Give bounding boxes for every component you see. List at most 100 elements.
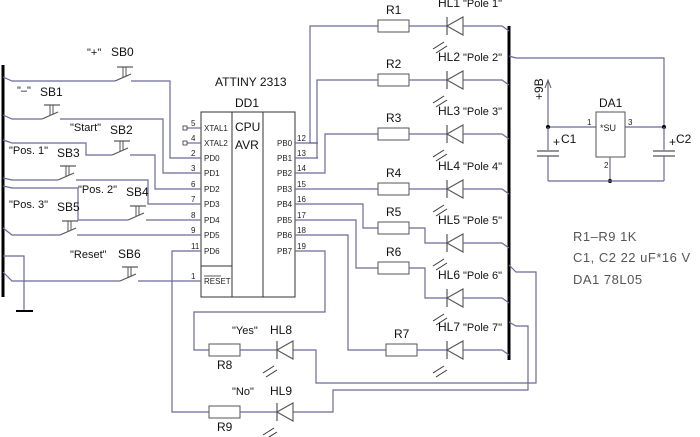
led-ref: HL8	[270, 323, 292, 337]
pin-name: PB5	[277, 216, 293, 225]
led-ref: HL9	[270, 384, 292, 398]
button-ref: SB6	[118, 247, 141, 261]
pin-name: PD5	[204, 231, 220, 240]
pin-name: PB0	[277, 139, 293, 148]
led-caption: "Yes"	[232, 325, 258, 337]
pin-number: 1	[191, 272, 196, 281]
pin-name: PD3	[204, 200, 220, 209]
status-led-hl8: R8 HL8 "Yes"	[208, 323, 294, 378]
pin-number: 2	[191, 149, 196, 158]
led-ref: HL2	[438, 50, 460, 64]
led-caption: "Pole 4"	[463, 161, 502, 173]
led-icon	[445, 233, 464, 253]
button-sb0[interactable]: SB0 "+"	[2, 45, 182, 159]
led-caption: "Pole 2"	[463, 52, 502, 64]
pin-number: 3	[191, 164, 196, 173]
note-resistors: R1–R9 1K	[573, 229, 637, 244]
pin-name: PB3	[277, 185, 293, 194]
button-ref: SB1	[40, 85, 63, 99]
c1-plus: +	[553, 135, 560, 149]
led-caption: "Pole 1"	[463, 0, 502, 10]
button-sb1[interactable]: SB1 "–"	[2, 85, 182, 174]
led-ref: HL1	[438, 0, 460, 10]
pin-name: XTAL1	[204, 124, 228, 133]
led-caption: "Pole 6"	[463, 270, 502, 282]
pole-led-row-1: R1 HL1"Pole 1"	[309, 0, 510, 144]
led-icon	[445, 70, 464, 90]
pin-name: PB4	[277, 200, 293, 209]
button-caption: "+"	[87, 47, 101, 59]
led-icon	[445, 124, 464, 144]
pin-number: 16	[297, 195, 306, 204]
power-supply: +9B DA1 *SU 1 3 2 + C1 + C2	[508, 55, 692, 183]
led-caption: "Pole 5"	[463, 215, 502, 227]
resistor-ref: R3	[386, 111, 402, 125]
pin-number: 15	[297, 180, 306, 189]
button-sb3[interactable]: SB3 "Pos. 1"	[2, 145, 182, 205]
button-caption: "Pos. 2"	[78, 184, 117, 196]
led-ref: HL5	[438, 213, 460, 227]
led-icon	[445, 179, 464, 199]
button-sb5[interactable]: SB5"Pos. 3"	[2, 199, 182, 236]
regulator-pin-3: 3	[628, 118, 633, 127]
button-sb2[interactable]: SB2"Start"	[2, 122, 182, 190]
mcu-label-cpu: CPU	[235, 120, 260, 134]
resistor-icon	[377, 19, 410, 33]
button-caption: "–"	[17, 85, 31, 97]
resistor-icon	[208, 405, 241, 419]
led-icon	[275, 340, 294, 360]
regulator-marking: *SU	[600, 123, 616, 133]
button-caption: "Pos. 1"	[9, 145, 48, 157]
pin-number: 6	[191, 180, 196, 189]
button-caption: "Start"	[70, 122, 101, 134]
c2-label: C2	[676, 132, 692, 146]
button-sb6[interactable]: SB6"Reset"	[2, 247, 182, 282]
supply-label: +9B	[532, 78, 546, 100]
button-sb4[interactable]: SB4"Pos. 2"	[2, 184, 182, 221]
led-ref: HL4	[438, 159, 460, 173]
led-caption: "No"	[232, 386, 254, 398]
pin-name: RESET	[204, 277, 231, 286]
pin-number: 11	[191, 242, 200, 251]
c1-label: C1	[561, 132, 577, 146]
resistor-ref: R6	[386, 245, 402, 259]
pin-name: XTAL2	[204, 139, 228, 148]
button-ref: SB0	[111, 45, 134, 59]
button-ref: SB3	[57, 146, 80, 160]
pin-number: 19	[297, 242, 306, 251]
supply-arrow-icon	[544, 78, 552, 89]
mcu-ref: DD1	[235, 96, 259, 110]
resistor-icon	[377, 221, 410, 235]
resistor-ref: R1	[386, 3, 402, 17]
pin-name: PB6	[277, 231, 293, 240]
led-icon	[445, 16, 464, 36]
resistor-ref: R8	[217, 358, 233, 372]
pin-number: 8	[191, 211, 196, 220]
regulator-pin-2: 2	[604, 161, 609, 170]
pin-name: PB2	[277, 169, 293, 178]
resistor-icon	[385, 343, 418, 357]
pin-name: PD4	[204, 216, 220, 225]
component-notes: R1–R9 1K C1, C2 22 uF*16 V DA1 78L05	[573, 229, 690, 287]
pin-name: PD1	[204, 169, 220, 178]
led-caption: "Pole 3"	[463, 106, 502, 118]
pin-number: 13	[297, 149, 306, 158]
